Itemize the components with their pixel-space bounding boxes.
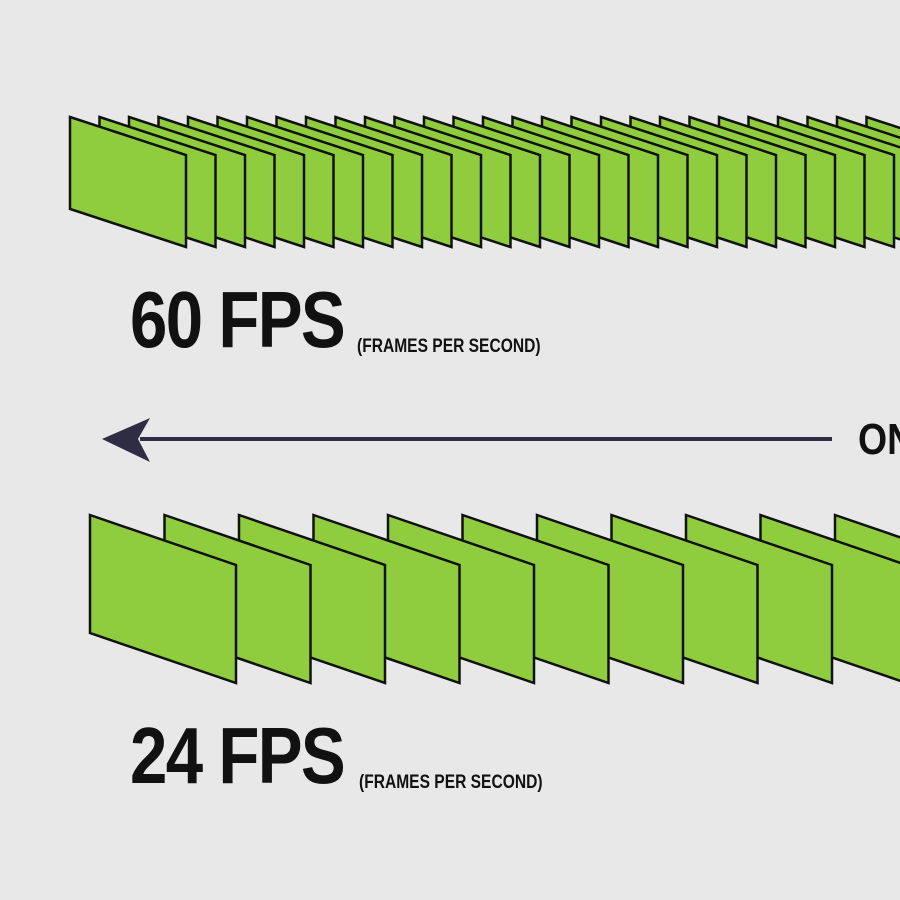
arrow-head-icon — [102, 418, 150, 462]
arrow-caption: ON — [858, 415, 900, 464]
frames-60fps-group — [68, 115, 900, 249]
timeline-arrow — [102, 418, 832, 462]
fps-unit-60: (FRAMES PER SECOND) — [356, 336, 541, 357]
frames-24fps-group — [88, 513, 900, 685]
fps-unit-24: (FRAMES PER SECOND) — [358, 772, 543, 793]
fps-value-24: 24 FPS — [130, 711, 346, 800]
frame-60fps-1 — [68, 115, 188, 249]
frame-24fps-1 — [88, 513, 238, 685]
label-24fps: 24 FPS (FRAMES PER SECOND) — [130, 716, 583, 796]
label-60fps: 60 FPS (FRAMES PER SECOND) — [130, 280, 581, 360]
fps-value-60: 60 FPS — [130, 275, 346, 364]
